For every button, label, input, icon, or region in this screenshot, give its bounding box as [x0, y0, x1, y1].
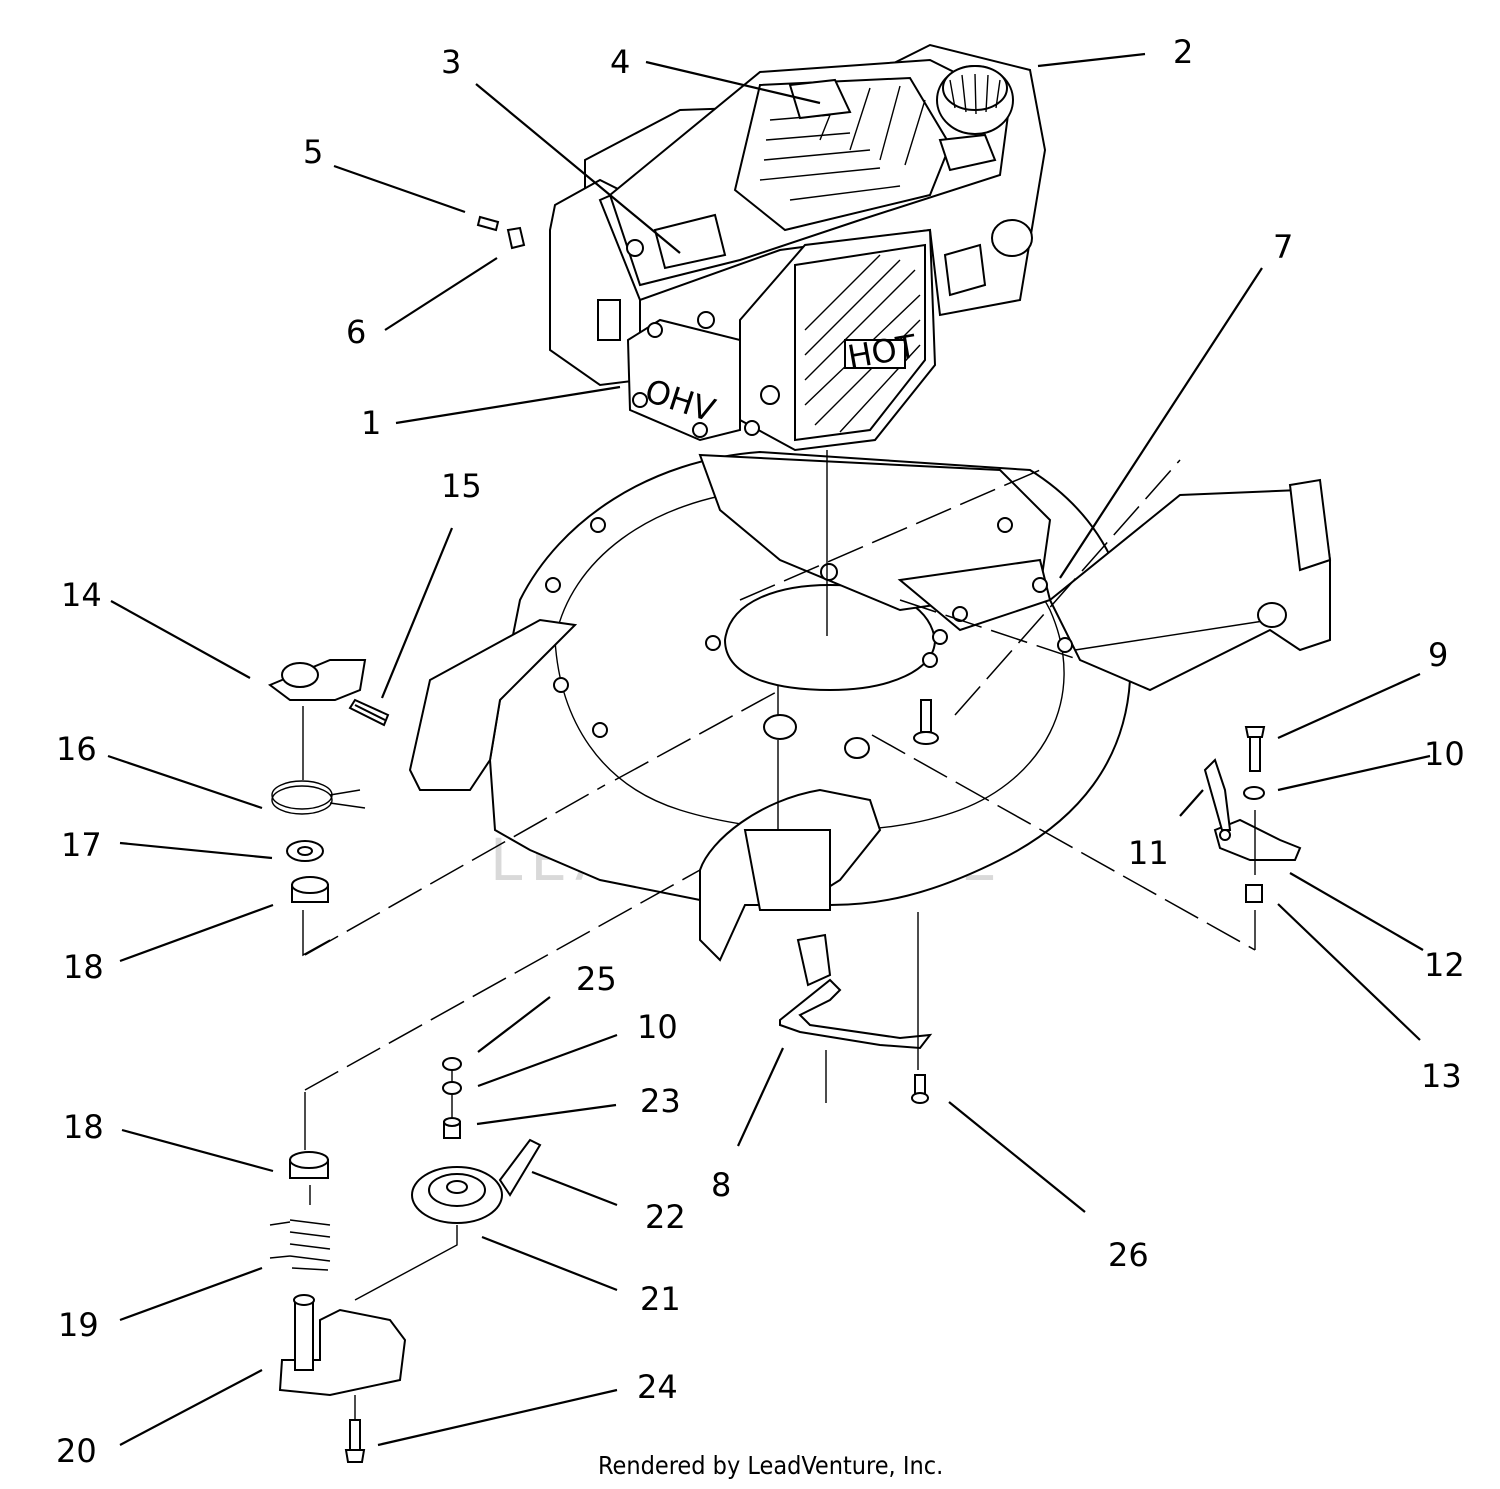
render-credit: Rendered by LeadVenture, Inc. [598, 1451, 943, 1480]
callout-11: 11 [1128, 834, 1169, 872]
engine-assembly: HOT OHV [549, 43, 1047, 452]
washer-17 [286, 840, 324, 862]
washer-10-right [1243, 786, 1265, 800]
bushing-13 [1245, 884, 1263, 903]
callout-12: 12 [1424, 946, 1465, 984]
callout-2: 2 [1173, 33, 1193, 71]
callout-17: 17 [61, 826, 102, 864]
leader-lines [107, 52, 1431, 1447]
bushing-18-upper [291, 876, 329, 903]
callout-1: 1 [361, 404, 381, 442]
callout-21: 21 [640, 1280, 681, 1318]
callout-25: 25 [576, 960, 617, 998]
callout-5: 5 [303, 133, 323, 171]
callout-15: 15 [441, 467, 482, 505]
callout-9: 9 [1428, 636, 1448, 674]
callout-18-upper: 18 [63, 948, 104, 986]
callout-14: 14 [61, 576, 102, 614]
spring-19 [269, 1219, 331, 1271]
callout-13: 13 [1421, 1057, 1462, 1095]
baffle-8 [779, 933, 933, 1050]
callout-24: 24 [637, 1368, 678, 1406]
callout-26: 26 [1108, 1236, 1149, 1274]
callout-4: 4 [610, 43, 630, 81]
bolt-9 [1244, 726, 1266, 772]
callout-18-lower: 18 [63, 1108, 104, 1146]
screw-5-clip-6 [476, 215, 526, 250]
screw-26 [911, 1074, 929, 1104]
callout-20: 20 [56, 1432, 97, 1470]
height-adjust-lever-left [268, 659, 390, 727]
callout-7: 7 [1273, 228, 1293, 266]
callout-3: 3 [441, 43, 461, 81]
torsion-spring [271, 780, 366, 815]
callout-16: 16 [56, 730, 97, 768]
bushing-18-lower [289, 1151, 329, 1179]
bolt-7 [913, 699, 939, 745]
height-adjust-lever-right [1203, 758, 1302, 861]
hardware-stack [442, 1057, 462, 1139]
mower-deck [408, 450, 1332, 962]
callout-22: 22 [645, 1198, 686, 1236]
bolt-15 [354, 704, 386, 721]
callout-19: 19 [58, 1306, 99, 1344]
callout-10-right: 10 [1424, 735, 1465, 773]
callout-23: 23 [640, 1082, 681, 1120]
callout-6: 6 [346, 313, 366, 351]
callout-10-pulley: 10 [637, 1008, 678, 1046]
bolt-24 [344, 1419, 366, 1463]
pulley-21 [411, 1138, 542, 1224]
idler-bracket-20 [278, 1294, 407, 1397]
callout-8: 8 [711, 1166, 731, 1204]
callout-numbers: 1 2 3 4 5 6 7 8 9 10 10 11 12 13 14 15 1… [56, 33, 1465, 1470]
